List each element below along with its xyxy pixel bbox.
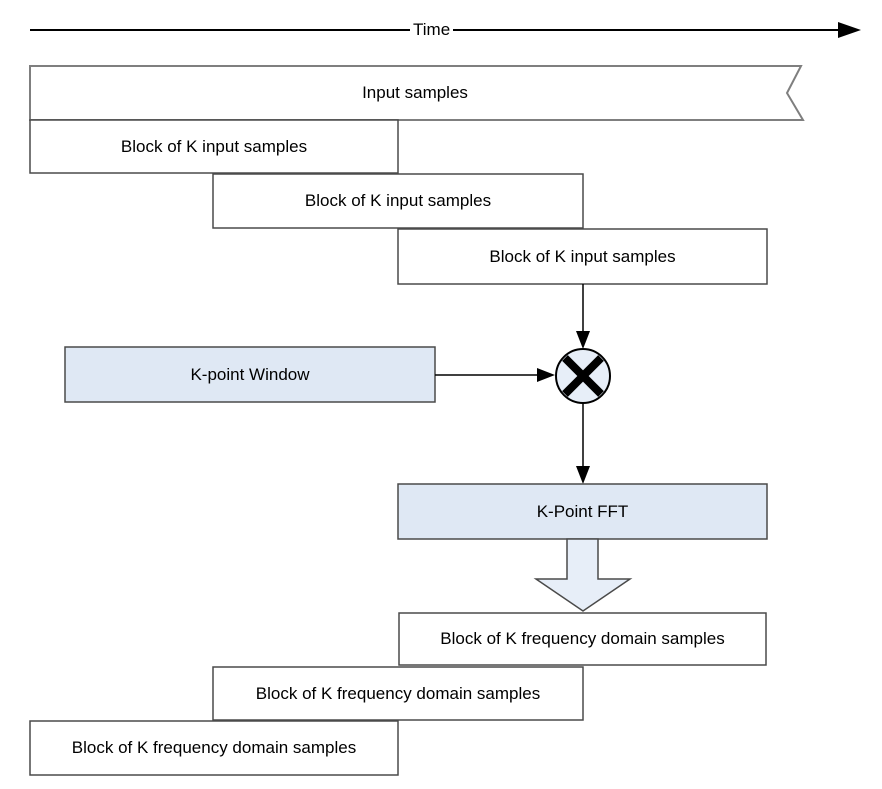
input-samples-shape	[29, 65, 805, 121]
output-block-rect-1	[398, 612, 767, 666]
window-box-rect	[64, 346, 436, 403]
output-block-rect-3	[29, 720, 399, 776]
flow-arrowhead-multiplier-to-fft-icon	[576, 466, 590, 484]
multiply-icon	[562, 355, 604, 397]
input-block-rect-2	[212, 173, 584, 229]
output-block-rect-2	[212, 666, 584, 721]
time-axis-label: Time	[410, 20, 454, 39]
flow-arrowhead-window-to-multiplier-icon	[537, 368, 555, 382]
input-block-rect-3	[397, 228, 768, 285]
input-block-rect-1	[29, 119, 399, 174]
fft-output-block-arrow-icon	[533, 538, 633, 612]
time-arrowhead-icon	[838, 22, 861, 38]
fft-box-rect	[397, 483, 768, 540]
flow-arrowhead-block-to-multiplier-icon	[576, 331, 590, 349]
